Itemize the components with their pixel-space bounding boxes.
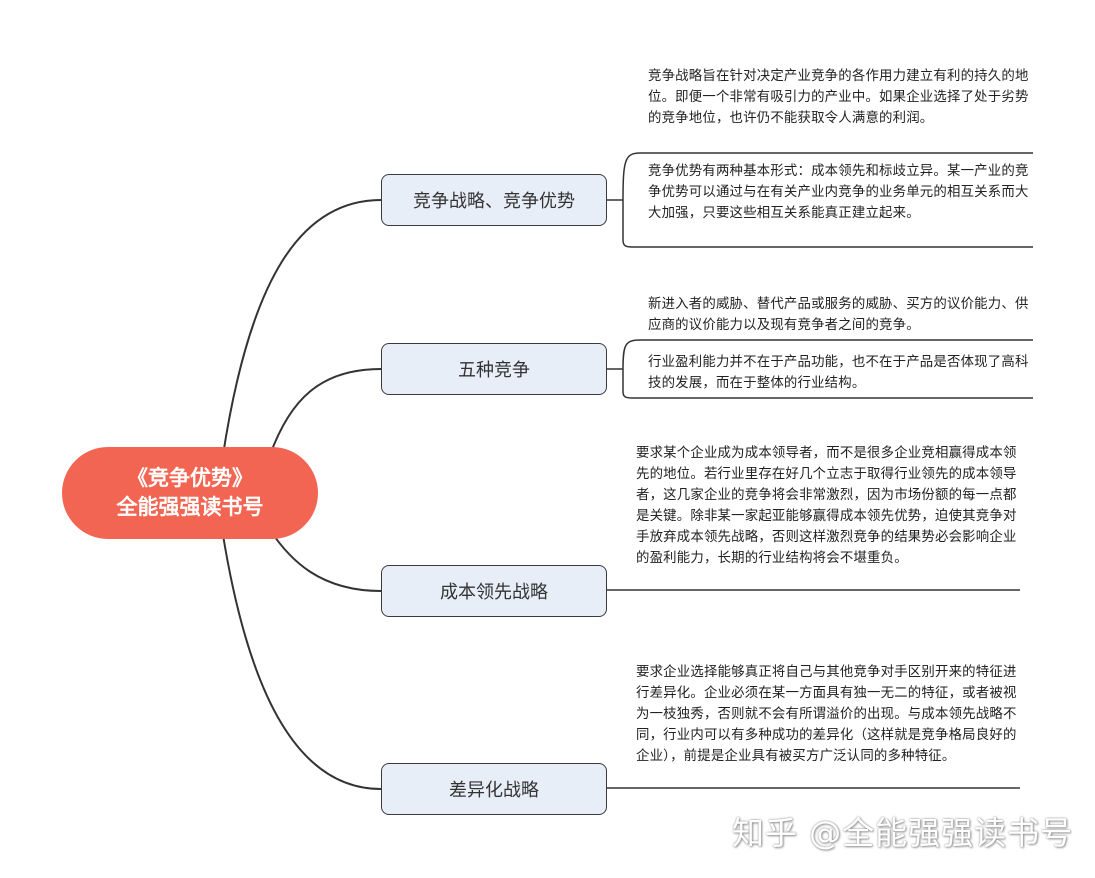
note-text: 竞争优势有两种基本形式：成本领先和标歧立异。某一产业的竞争优势可以通过与在有关产… <box>648 164 1029 221</box>
connector-root-branch-4 <box>222 534 382 790</box>
branch-label: 竞争战略、竞争优势 <box>413 191 575 212</box>
branch-node-five-forces[interactable]: 五种竞争 <box>381 343 607 395</box>
branch-label: 差异化战略 <box>449 780 539 801</box>
note-text: 竞争战略旨在针对决定产业竞争的各作用力建立有利的持久的地位。即便一个非常有吸引力… <box>648 69 1029 126</box>
note-bracket-1a <box>622 152 1033 201</box>
watermark: 知乎 @全能强强读书号 <box>732 814 1074 852</box>
branch-node-differentiation[interactable]: 差异化战略 <box>381 763 607 815</box>
connector-root-branch-3 <box>269 529 382 592</box>
note-text: 行业盈利能力并不在于产品功能，也不在于产品是否体现了高科技的发展，而在于整体的行… <box>648 355 1029 391</box>
root-title: 《竞争优势》 <box>127 466 253 490</box>
branch-label: 五种竞争 <box>458 360 530 381</box>
root-subtitle: 全能强强读书号 <box>116 495 264 519</box>
branch-label: 成本领先战略 <box>440 582 548 603</box>
note-text: 要求某个企业成为成本领导者，而不是很多企业竞相赢得成本领先的地位。若行业里存在好… <box>636 446 1017 566</box>
note-bracket-2b <box>622 369 1033 399</box>
branch-node-competitive-strategy[interactable]: 竞争战略、竞争优势 <box>381 174 607 226</box>
note-text: 新进入者的威胁、替代产品或服务的威胁、买方的议价能力、供应商的议价能力以及现有竞… <box>648 297 1029 333</box>
root-node[interactable]: 《竞争优势》 全能强强读书号 <box>62 447 318 539</box>
note-text: 要求企业选择能够真正将自己与其他竞争对手区别开来的特征进行差异化。企业必须在某一… <box>636 665 1017 764</box>
branch-node-cost-leadership[interactable]: 成本领先战略 <box>381 565 607 617</box>
note-bracket-2a <box>622 339 1033 370</box>
connector-root-branch-1 <box>222 199 382 456</box>
connector-root-branch-2 <box>269 368 382 456</box>
note-bracket-1b <box>622 200 1033 248</box>
